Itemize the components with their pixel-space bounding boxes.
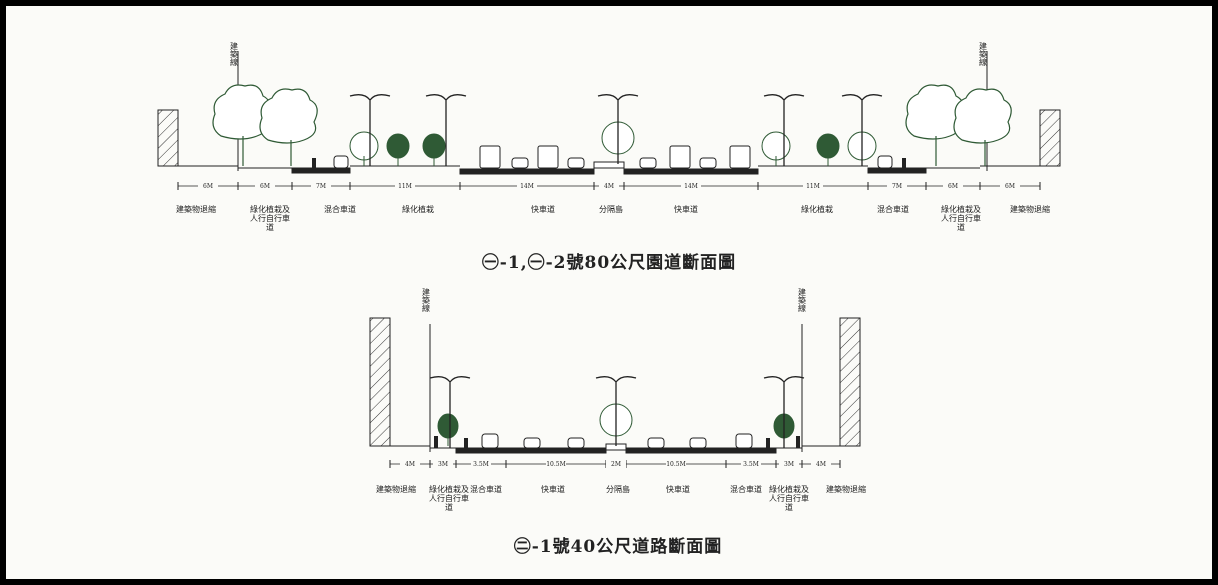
building-wall-right [839,317,861,447]
dimension-text: 11M [398,183,412,190]
vehicle-icon [333,145,893,169]
dimension-text: 7M [316,183,326,190]
dimension-text: 14M [684,183,698,190]
dimension-text: 6M [1005,183,1015,190]
building-wall-left [369,317,391,447]
zone-label: 建築物退縮 [176,204,216,214]
zone-label: 綠化植栽 [801,204,833,214]
zone-label: 快車道 [541,484,565,494]
dimension-text-bg [779,460,799,468]
zone-label: 綠化植栽 [402,204,434,214]
dimension-text-bg [606,460,626,468]
dimension-text: 3M [784,461,794,468]
dimension-text-bg [198,182,218,190]
dimension-text: 6M [948,183,958,190]
road-cross-section-drawing: 建築線 建築線 [157,41,1061,557]
dimension-text-bg [1000,182,1020,190]
zone-label: 道 [957,222,965,232]
dimension-text-bg [546,460,566,468]
dimension-text-bg [681,182,701,190]
zone-label: 人行自行車 [250,213,290,223]
drawing-sheet: 建築線 建築線 [6,6,1212,579]
dimension-text: 10.5M [666,461,686,468]
zone-label: 建築物退縮 [1010,204,1050,214]
dimension-text: 11M [806,183,820,190]
dimension-text-bg [433,460,453,468]
zone-label: 人行自行車 [429,493,469,503]
dimension-text: 2M [611,461,621,468]
zone-label: 建築物退縮 [826,484,866,494]
zone-label: 混合車道 [470,484,502,494]
zone-label: 綠化植栽及 [250,204,290,214]
dimension-text-bg [599,182,619,190]
tree-icon [212,84,1012,166]
building-line-label-left-1: 建築線 [230,41,239,66]
street-lamp-icon [349,94,883,166]
zone-label: 人行自行車 [941,213,981,223]
zone-label: 分隔島 [606,484,630,494]
zone-label: 道 [445,502,453,512]
building-wall-right [1039,109,1061,167]
dimension-text-bg [811,460,831,468]
building-wall-left [157,109,179,167]
dimension-text: 4M [405,461,415,468]
zone-label: 快車道 [674,204,698,214]
section-1-title: ㊀-1,㊀-2號80公尺園道斷面圖 [482,252,736,273]
road-surface-2 [370,443,860,454]
dimension-text-bg [395,182,415,190]
pedestrian-icon [434,436,800,448]
zone-label: 道 [785,502,793,512]
section-2-title: ㊁-1號40公尺道路斷面圖 [514,536,723,557]
building-line-label-right-1: 建築線 [979,41,988,66]
zone-label: 分隔島 [599,204,623,214]
dimension-text-bg [803,182,823,190]
zone-label: 混合車道 [730,484,762,494]
section-2-40m: 建築線 建築線 [369,287,866,557]
dimension-text-bg [471,460,491,468]
dimension-text: 4M [604,183,614,190]
zone-label: 混合車道 [877,204,909,214]
dimension-text: 14M [520,183,534,190]
small-tree-icon [349,121,877,166]
dimension-text-bg [666,460,686,468]
building-line-label-left-2: 建築線 [422,287,431,312]
dimension-text-bg [311,182,331,190]
zone-label: 建築物退縮 [376,484,416,494]
zone-label: 快車道 [531,204,555,214]
dimension-text-bg [887,182,907,190]
zone-label: 綠化植栽及 [941,204,981,214]
pedestrian-icon [312,158,906,168]
dimension-text-bg [943,182,963,190]
street-lamp-icon [429,376,805,448]
dimension-text: 6M [260,183,270,190]
dimension-text: 3.5M [473,461,489,468]
dimension-text: 6M [203,183,213,190]
dimension-text: 3M [438,461,448,468]
dimension-text: 10.5M [546,461,566,468]
road-surface-1 [158,161,1060,175]
dimension-text: 7M [892,183,902,190]
dimension-text-bg [517,182,537,190]
zone-label: 綠化植栽及 [429,484,469,494]
zone-label: 綠化植栽及 [769,484,809,494]
dimension-text: 3.5M [743,461,759,468]
zone-label: 混合車道 [324,204,356,214]
zone-label: 快車道 [666,484,690,494]
dimension-text-bg [255,182,275,190]
dimension-text-bg [741,460,761,468]
building-line-label-right-2: 建築線 [798,287,807,312]
section-1-80m: 建築線 建築線 [157,41,1061,273]
dimension-text-bg [400,460,420,468]
vehicle-icon [481,433,753,449]
zone-label: 道 [266,222,274,232]
zone-label: 人行自行車 [769,493,809,503]
dimension-text: 4M [816,461,826,468]
